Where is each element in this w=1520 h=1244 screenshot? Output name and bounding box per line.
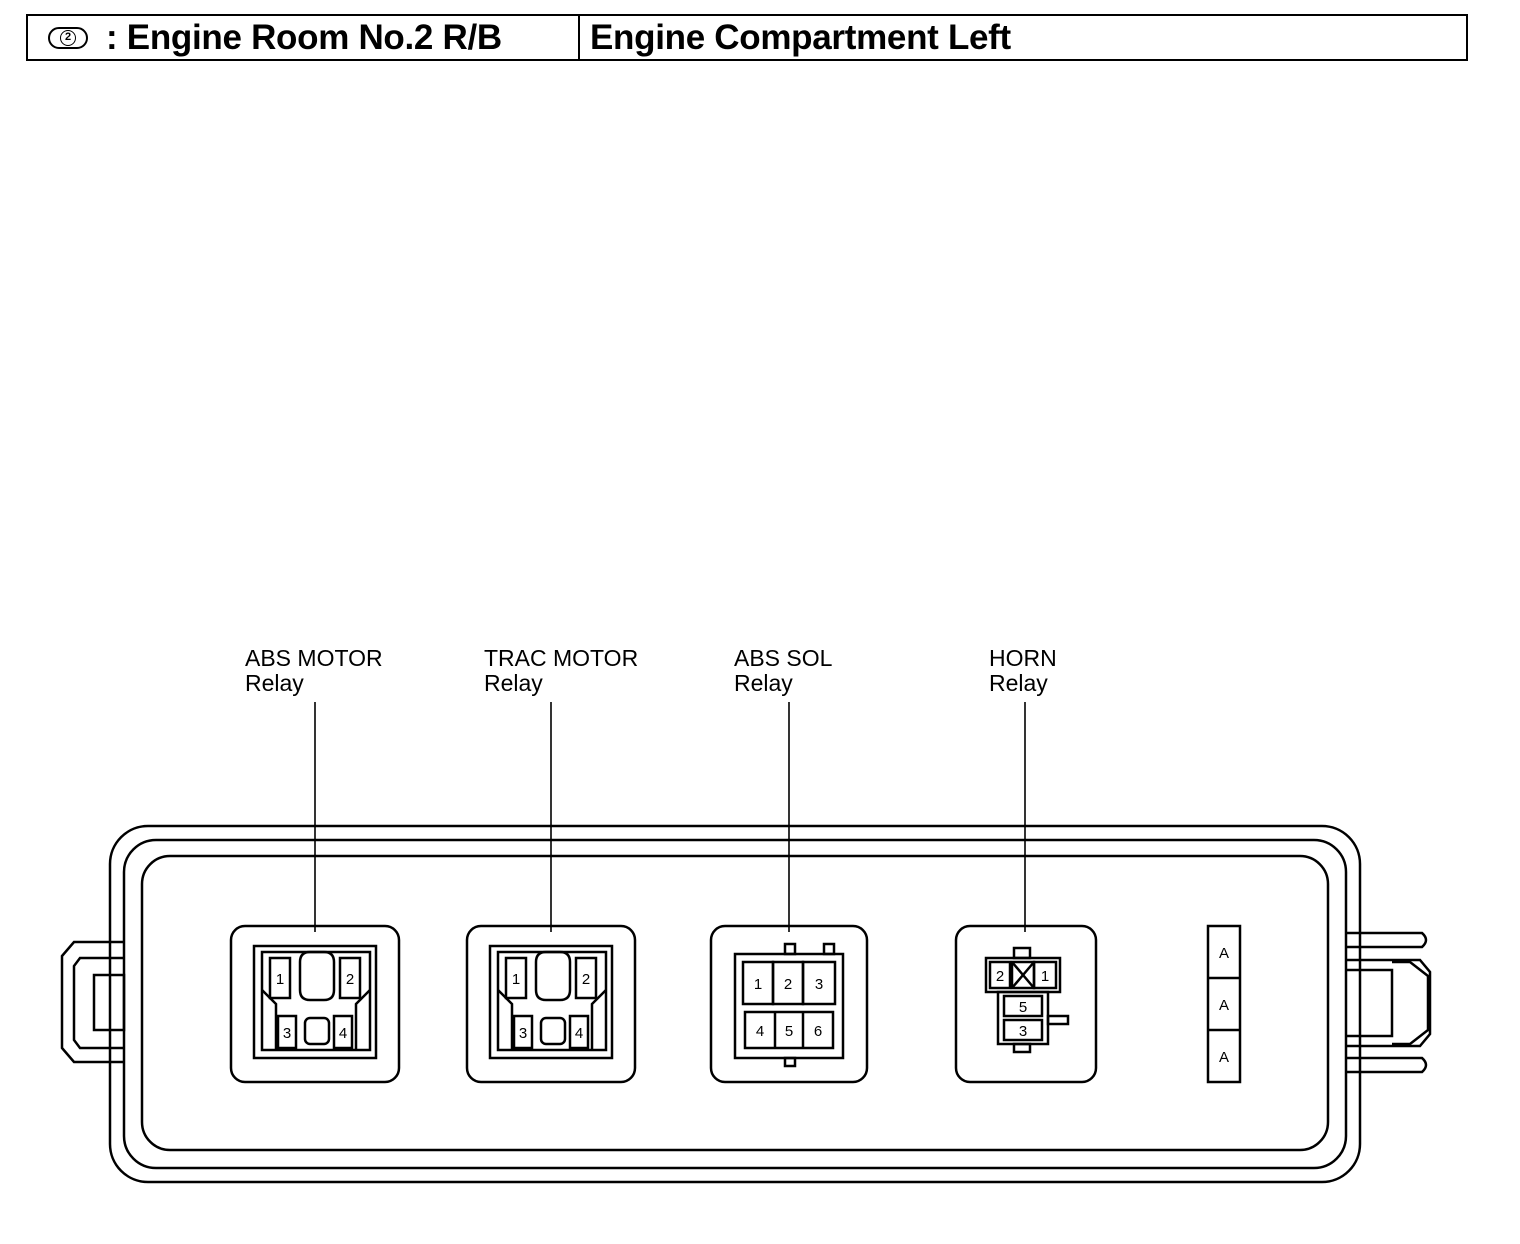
socket-trac-motor: [465, 924, 637, 1084]
pin-number: 3: [815, 976, 823, 993]
socket-abs-sol: [709, 924, 869, 1084]
pin-number: 3: [283, 1025, 291, 1042]
pin-number: 5: [1019, 999, 1027, 1016]
pin-number: 6: [814, 1023, 822, 1040]
pin-number: 4: [339, 1025, 347, 1042]
relay-type-abs-sol: Relay: [734, 670, 793, 696]
header-location-cell: Engine Compartment Left: [580, 18, 1011, 58]
pin-number: 5: [785, 1023, 793, 1040]
diagram-header: 2 : Engine Room No.2 R/B Engine Compartm…: [26, 14, 1468, 61]
pin-number: 4: [756, 1023, 764, 1040]
header-title-cell: 2 : Engine Room No.2 R/B: [28, 16, 580, 59]
socket-abs-motor: [229, 924, 401, 1084]
leader-lines: [314, 702, 1026, 932]
left-latch: [60, 940, 126, 1064]
pin-number: 1: [276, 971, 284, 988]
pin-number: 3: [519, 1025, 527, 1042]
pin-number: 4: [575, 1025, 583, 1042]
pin-number: 2: [996, 968, 1004, 985]
pin-number: 2: [784, 976, 792, 993]
pin-number: 2: [346, 971, 354, 988]
right-clip: [1346, 931, 1432, 1074]
relay-block-housing: [108, 824, 1362, 1184]
fuse-label: A: [1219, 1049, 1229, 1066]
fuse-block: [1206, 924, 1242, 1084]
location-number: 2: [60, 29, 76, 46]
pin-number: 3: [1019, 1023, 1027, 1040]
location-number-badge: 2: [48, 26, 88, 49]
fuse-label: A: [1219, 945, 1229, 962]
socket-horn: [954, 924, 1098, 1084]
relay-label-horn: HORN: [989, 645, 1057, 671]
relay-type-horn: Relay: [989, 670, 1048, 696]
relay-label-abs-motor: ABS MOTOR: [245, 645, 383, 671]
relay-label-abs-sol: ABS SOL: [734, 645, 833, 671]
fuse-label: A: [1219, 997, 1229, 1014]
pin-number: 2: [582, 971, 590, 988]
relay-type-abs-motor: Relay: [245, 670, 304, 696]
pin-number: 1: [512, 971, 520, 988]
header-location: Engine Compartment Left: [590, 17, 1011, 57]
pin-number: 1: [1041, 968, 1049, 985]
relay-type-trac-motor: Relay: [484, 670, 543, 696]
header-title: : Engine Room No.2 R/B: [106, 17, 502, 57]
relay-label-trac-motor: TRAC MOTOR: [484, 645, 638, 671]
pin-number: 1: [754, 976, 762, 993]
